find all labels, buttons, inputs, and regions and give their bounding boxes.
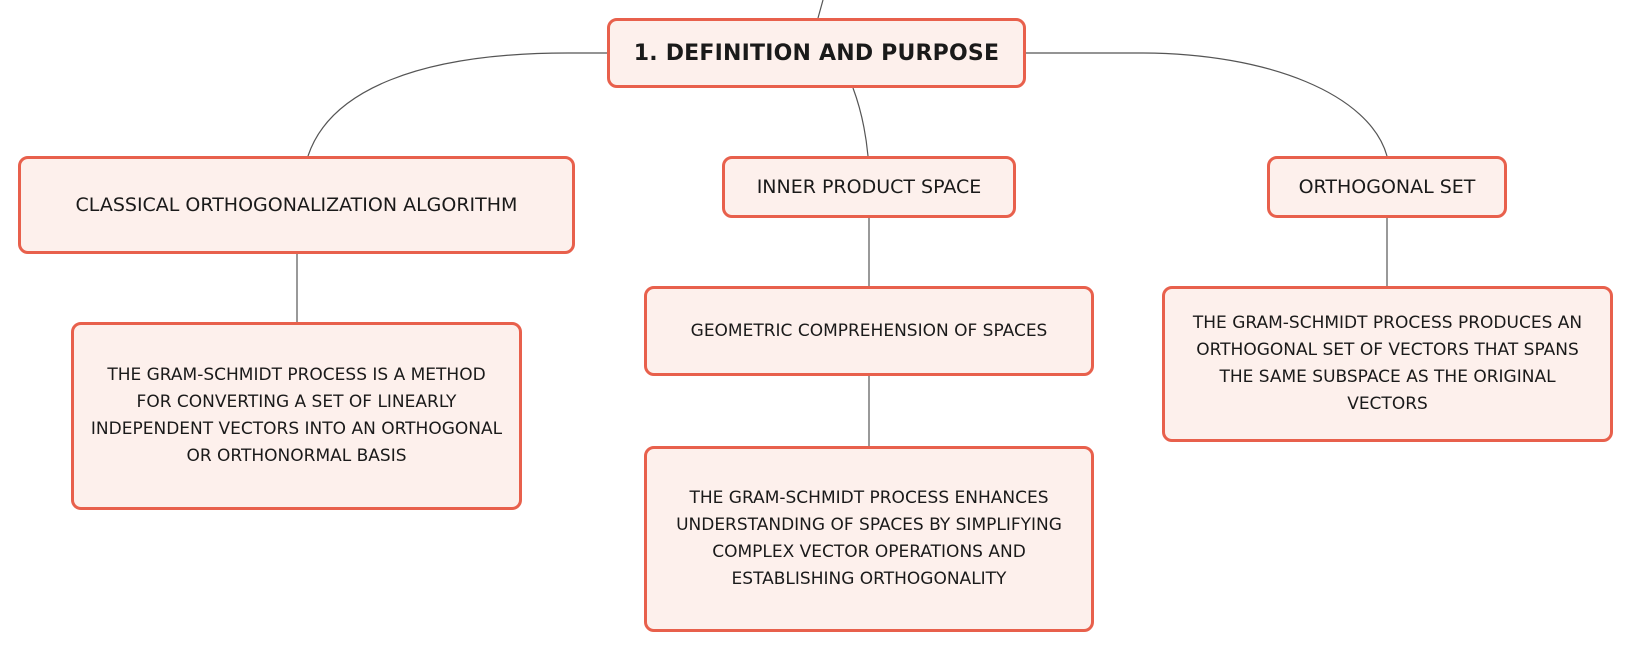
detail-text: THE GRAM-SCHMIDT PROCESS PRODUCES AN ORT… <box>1192 313 1583 414</box>
topic-label: GEOMETRIC COMPREHENSION OF SPACES <box>690 321 1048 341</box>
topic-inner-product-space[interactable]: INNER PRODUCT SPACE <box>722 156 1016 218</box>
root-topic-node[interactable]: 1. DEFINITION AND PURPOSE <box>607 18 1026 88</box>
detail-gram-schmidt-enhances[interactable]: THE GRAM-SCHMIDT PROCESS ENHANCES UNDERS… <box>644 446 1094 632</box>
detail-text: THE GRAM-SCHMIDT PROCESS ENHANCES UNDERS… <box>676 488 1062 589</box>
topic-label: INNER PRODUCT SPACE <box>756 176 982 198</box>
detail-gram-schmidt-produces[interactable]: THE GRAM-SCHMIDT PROCESS PRODUCES AN ORT… <box>1162 286 1613 442</box>
connector-root-to-classical <box>307 52 607 157</box>
connector-root-to-inner-product <box>852 87 869 157</box>
topic-geometric-comprehension[interactable]: GEOMETRIC COMPREHENSION OF SPACES <box>644 286 1094 376</box>
topic-orthogonal-set[interactable]: ORTHOGONAL SET <box>1267 156 1507 218</box>
connector-incoming-root <box>817 0 824 19</box>
connector-root-to-orthogonal-set <box>1026 52 1388 157</box>
root-topic-label: 1. DEFINITION AND PURPOSE <box>633 40 1000 66</box>
topic-label: CLASSICAL ORTHOGONALIZATION ALGORITHM <box>75 194 518 216</box>
detail-gram-schmidt-method[interactable]: THE GRAM-SCHMIDT PROCESS IS A METHOD FOR… <box>71 322 522 510</box>
detail-text: THE GRAM-SCHMIDT PROCESS IS A METHOD FOR… <box>90 365 503 466</box>
topic-label: ORTHOGONAL SET <box>1298 176 1476 198</box>
topic-classical-orthogonalization-algorithm[interactable]: CLASSICAL ORTHOGONALIZATION ALGORITHM <box>18 156 575 254</box>
